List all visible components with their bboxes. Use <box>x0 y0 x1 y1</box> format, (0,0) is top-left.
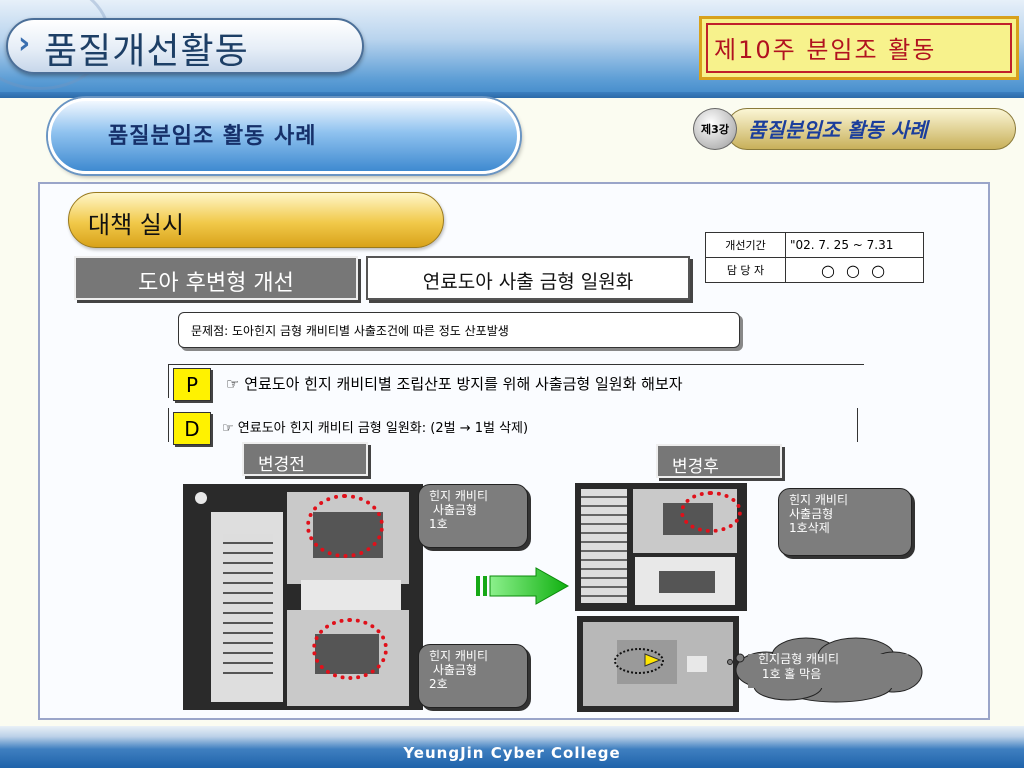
before-label: 변경전 <box>258 455 305 475</box>
plugged-hole-highlight <box>614 648 664 674</box>
after-label: 변경후 <box>672 457 719 477</box>
after-label-tag: 변경후 <box>656 444 782 478</box>
divider-line <box>168 364 864 365</box>
lecture-badge: 제3강 <box>693 108 737 150</box>
cavity2-highlight <box>312 618 388 680</box>
cloud-callout-text: 힌지금형 캐비티 1호 홀 막음 <box>758 652 840 681</box>
door-deformation-label: 도아 후변형 개선 <box>138 271 294 296</box>
period-key: 개선기간 <box>705 232 786 258</box>
lecture-pill <box>726 108 1016 150</box>
divider-line <box>168 408 169 442</box>
table-row: 개선기간 "02. 7. 25 ~ 7.31 <box>705 232 924 258</box>
mold-unification-label: 연료도아 사출 금형 일원화 <box>422 271 634 293</box>
footer-text: YeungJin Cyber College <box>403 744 621 762</box>
main-title: 품질개선활동 <box>44 31 249 72</box>
problem-box: 문제점: 도아힌지 금형 캐비티별 사출조건에 따른 정도 산포발생 <box>178 312 740 348</box>
subtitle-pill <box>48 98 520 174</box>
lecture-title: 품질분임조 활동 사례 <box>748 118 928 142</box>
play-triangle-icon <box>644 653 662 667</box>
plan-text: ☞ 연료도아 힌지 캐비티별 조립산포 방지를 위해 사출금형 일원화 해보자 <box>226 375 683 393</box>
week-title: 제10주 분임조 활동 <box>714 36 937 64</box>
cavity1-highlight <box>306 494 384 558</box>
section-pill <box>68 192 444 248</box>
before-cavity1-callout: 힌지 캐비티 사출금형 1호 <box>418 484 528 548</box>
right-arrow-icon <box>476 567 570 605</box>
removed-cavity-highlight <box>680 491 742 533</box>
problem-text: 문제점: 도아힌지 금형 캐비티별 사출조건에 따른 정도 산포발생 <box>191 324 509 338</box>
divider-line <box>857 408 858 442</box>
mold-unification-button[interactable]: 연료도아 사출 금형 일원화 <box>366 256 690 300</box>
main-title-pill <box>6 18 364 74</box>
before-mold-photo <box>183 484 423 710</box>
door-deformation-button[interactable]: 도아 후변형 개선 <box>74 256 358 300</box>
divider-line <box>168 364 169 398</box>
table-row: 담 당 자 ○ ○ ○ <box>705 257 924 283</box>
before-label-tag: 변경전 <box>242 442 368 476</box>
period-value: "02. 7. 25 ~ 7.31 <box>785 232 924 258</box>
before-cavity2-callout: 힌지 캐비티 사출금형 2호 <box>418 644 528 708</box>
do-text: ☞ 연료도아 힌지 캐비티 금형 일원화: (2벌 → 1벌 삭제) <box>222 421 529 436</box>
info-table: 개선기간 "02. 7. 25 ~ 7.31 담 당 자 ○ ○ ○ <box>705 232 924 283</box>
week-title-box <box>699 16 1019 80</box>
manager-key: 담 당 자 <box>705 257 786 283</box>
cloud-callout-shape <box>727 637 923 703</box>
manager-value: ○ ○ ○ <box>785 257 924 283</box>
after-cavity-callout: 힌지 캐비티 사출금형 1호삭제 <box>778 488 912 556</box>
footer-band <box>0 726 1024 768</box>
plan-letter-badge: P <box>173 368 211 401</box>
section-title: 대책 실시 <box>88 211 184 239</box>
chevron-right-icon: › <box>18 26 31 61</box>
subtitle: 품질분임조 활동 사례 <box>108 124 317 149</box>
do-letter-badge: D <box>173 412 211 445</box>
